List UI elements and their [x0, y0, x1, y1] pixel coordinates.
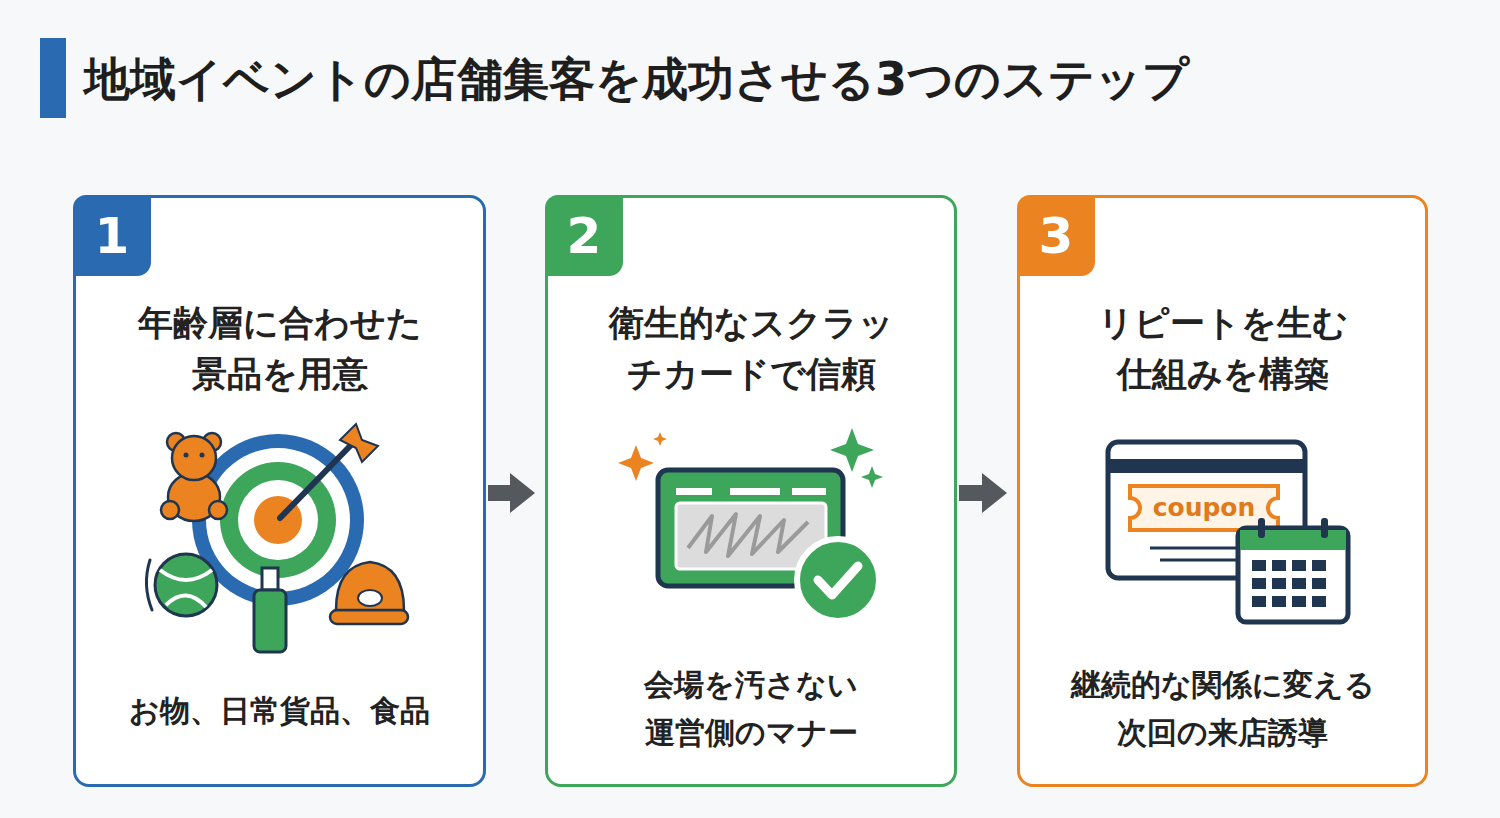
step-card: 衛生的なスクラッ チカードで信頼会場を汚さない 運営側のマナー 2	[545, 195, 957, 787]
target-ring	[192, 434, 364, 606]
step-number: 2	[567, 206, 602, 266]
ball-body	[155, 554, 217, 616]
bear-eye	[200, 453, 205, 458]
card-body: 継続的な関係に変える 次回の来店誘導	[1030, 661, 1415, 757]
target-ring	[220, 462, 336, 578]
check-mark	[818, 566, 858, 595]
bear-ear	[203, 433, 221, 451]
card-frame	[1108, 442, 1305, 578]
calendar-day	[1252, 578, 1266, 589]
title-bar	[40, 38, 66, 118]
calendar-day	[1252, 560, 1266, 571]
teddy-bear	[161, 433, 227, 521]
bear-ear	[167, 433, 185, 451]
step-number: 3	[1039, 206, 1074, 266]
calendar-day	[1292, 578, 1306, 589]
bear-foot	[209, 501, 227, 519]
calendar-day	[1312, 560, 1326, 571]
calendar-day	[1312, 578, 1326, 589]
coupon-ticket	[1130, 486, 1278, 530]
card-band	[1110, 459, 1303, 473]
calendar-ring	[1258, 518, 1265, 538]
calendar-day	[1272, 596, 1286, 607]
card-frame	[658, 470, 843, 586]
calendar-ring	[1321, 518, 1328, 538]
scratch-marks	[688, 514, 808, 556]
card-body: 会場を汚さない 運営側のマナー	[558, 661, 944, 757]
bear-eye	[184, 453, 189, 458]
donut-food	[330, 562, 408, 624]
bear-body	[168, 473, 220, 521]
target-ring	[238, 480, 318, 560]
donut	[336, 562, 404, 610]
flow-arrow	[488, 473, 535, 513]
text-line	[1160, 559, 1240, 562]
bottle	[254, 568, 286, 652]
step-number: 1	[95, 206, 130, 266]
label-text: coupon	[1130, 488, 1278, 528]
ball	[146, 554, 217, 616]
card-heading: 衛生的なスクラッ チカードで信頼	[558, 298, 944, 400]
sparkle	[861, 466, 883, 488]
flow-arrow	[959, 473, 1007, 513]
arrow-shaft	[959, 485, 982, 501]
card-dash	[676, 488, 712, 495]
sparkle	[653, 432, 667, 446]
scratch-area	[676, 503, 826, 569]
calendar-day	[1312, 596, 1326, 607]
calendar-grid	[1252, 560, 1326, 607]
coupon-card	[1108, 442, 1305, 578]
sparkle	[830, 428, 874, 472]
card-body: お物、日常貨品、食品	[86, 687, 473, 735]
card-dash	[792, 488, 826, 495]
bear-foot	[161, 501, 179, 519]
bottle-cap	[262, 568, 278, 590]
calendar	[1238, 518, 1348, 622]
arrow-head	[982, 473, 1007, 513]
dart-shaft	[280, 444, 352, 518]
calendar-day	[1252, 596, 1266, 607]
calendar-day	[1292, 560, 1306, 571]
scratch-card	[658, 470, 879, 621]
step-card: 年齢層に合わせた 景品を用意お物、日常貨品、食品 1	[73, 195, 486, 787]
step-badge: 1	[73, 195, 151, 276]
bear-head	[172, 436, 216, 480]
arrow-shaft	[488, 485, 510, 501]
motion-line	[146, 560, 152, 610]
calendar-day	[1272, 578, 1286, 589]
check-circle	[797, 539, 879, 621]
card-heading: 年齢層に合わせた 景品を用意	[86, 298, 473, 400]
target-center	[254, 496, 302, 544]
donut-hole	[358, 590, 382, 606]
bottle-body	[254, 590, 286, 652]
target-ring	[206, 448, 350, 592]
calendar-day	[1292, 596, 1306, 607]
card-dash	[730, 488, 780, 495]
calendar-frame	[1238, 528, 1348, 622]
step-card: リピートを生む 仕組みを構築継続的な関係に変える 次回の来店誘導 3	[1017, 195, 1428, 787]
calendar-header	[1240, 530, 1346, 550]
sparkle	[618, 445, 654, 481]
step-badge: 2	[545, 195, 623, 276]
plate	[330, 610, 408, 624]
ball-stripe	[160, 570, 212, 607]
calendar-day	[1272, 560, 1286, 571]
arrow-head	[510, 473, 535, 513]
target-illustration	[192, 424, 378, 606]
step-badge: 3	[1017, 195, 1095, 276]
text-line	[1150, 547, 1240, 550]
title: 地域イベントの店舗集客を成功させる3つのステップ	[84, 50, 1189, 108]
sparkles	[618, 428, 883, 488]
card-heading: リピートを生む 仕組みを構築	[1030, 298, 1415, 400]
dart-feather	[340, 424, 378, 462]
